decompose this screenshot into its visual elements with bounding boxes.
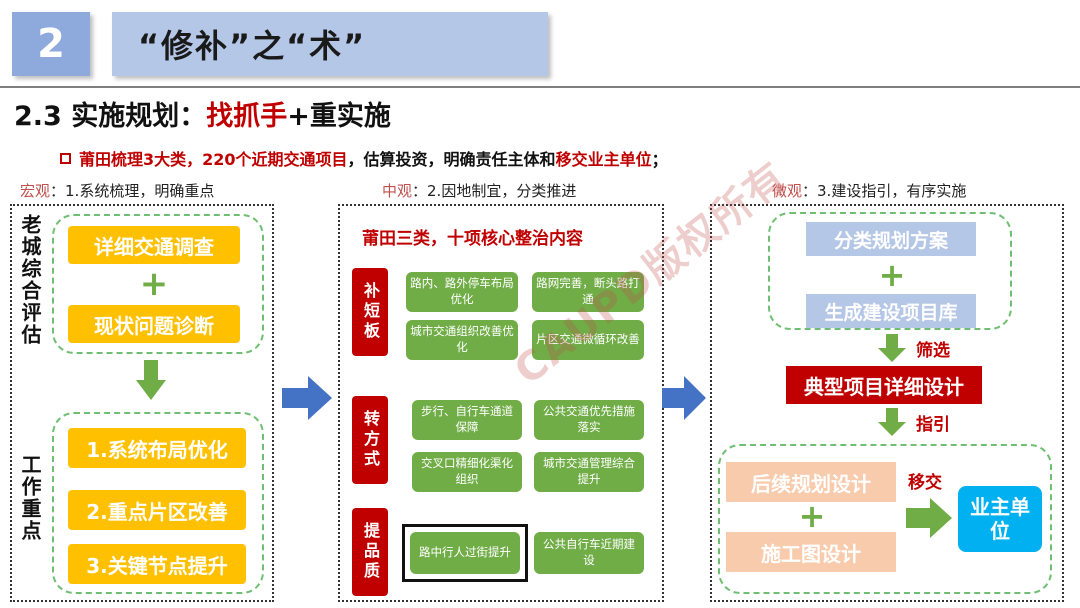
walk-bike-item: 步行、自行车通道保障 [412, 400, 522, 440]
project-library-box: 生成建设项目库 [806, 294, 976, 328]
followup-group [718, 444, 1052, 594]
screen-label: 筛选 [916, 341, 950, 361]
section-number-box: 2 [12, 12, 90, 76]
macro-panel [10, 204, 274, 602]
detail-design-box: 典型项目详细设计 [786, 366, 982, 404]
problem-diagnosis-box: 现状问题诊断 [68, 305, 240, 343]
assessment-group [52, 214, 264, 354]
down-arrow-icon-3 [878, 408, 906, 436]
tab-quality: 提品质 [352, 508, 388, 596]
right-arrow-icon-3 [906, 498, 952, 538]
area-improve-box: 2.重点片区改善 [68, 490, 246, 530]
guide-label: 指引 [916, 415, 950, 435]
owner-unit-box: 业主单位 [958, 486, 1042, 552]
meso-text: ：2.因地制宜，分类推进 [412, 182, 577, 200]
down-arrow-icon [136, 360, 166, 400]
node-upgrade-box: 3.关键节点提升 [68, 544, 246, 584]
micro-key: 微观 [772, 182, 803, 200]
assessment-label: 老城综合评估 [18, 214, 42, 346]
followup-planning-box: 后续规划设计 [726, 462, 896, 502]
tab-transformation: 转方式 [352, 396, 388, 484]
section-number: 2 [37, 21, 65, 67]
classified-plan-box: 分类规划方案 [806, 222, 976, 256]
plan-group [768, 212, 1012, 330]
road-network-item: 路网完善，断头路打通 [532, 272, 644, 312]
macro-heading: 宏观：1.系统梳理，明确重点 [20, 180, 214, 201]
traffic-survey-box: 详细交通调查 [68, 226, 240, 264]
traffic-organization-item: 城市交通组织改善优化 [406, 320, 518, 360]
highlight-frame [402, 524, 528, 582]
pedestrian-crossing-item: 路中行人过街提升 [410, 532, 520, 574]
subtitle-suffix: +重实施 [287, 101, 391, 132]
public-bike-item: 公共自行车近期建设 [534, 532, 644, 574]
plus-icon-2: + [878, 256, 906, 294]
section-title-bar: “修补”之“术” [112, 12, 548, 76]
meso-key: 中观 [382, 182, 413, 200]
meso-title: 莆田三类，十项核心整治内容 [362, 229, 583, 249]
right-arrow-icon-2 [662, 376, 706, 420]
intersection-item: 交叉口精细化渠化组织 [412, 452, 522, 492]
right-arrow-icon [282, 376, 332, 420]
focus-group [52, 412, 264, 594]
focus-label: 工作重点 [18, 454, 42, 542]
tab-shortfall: 补短板 [352, 268, 388, 356]
meso-heading: 中观：2.因地制宜，分类推进 [382, 180, 576, 201]
macro-key: 宏观 [20, 182, 51, 200]
subtitle-prefix: 2.3 实施规划： [14, 101, 207, 132]
construction-drawing-box: 施工图设计 [726, 532, 896, 572]
micro-heading: 微观：3.建设指引，有序实施 [772, 180, 966, 201]
plus-icon-3: + [798, 497, 826, 535]
page-subtitle: 2.3 实施规划：找抓手+重实施 [14, 94, 391, 133]
down-arrow-icon-2 [878, 334, 906, 362]
transit-priority-item: 公共交通优先措施落实 [534, 400, 644, 440]
header-divider [0, 86, 1080, 88]
parking-layout-item: 路内、路外停车布局优化 [406, 272, 518, 312]
transfer-label: 移交 [908, 473, 942, 493]
macro-text: ：1.系统梳理，明确重点 [50, 182, 215, 200]
micro-text: ：3.建设指引，有序实施 [802, 182, 967, 200]
subtitle-highlight: 找抓手 [206, 101, 288, 132]
bullet-part4: ； [651, 150, 668, 169]
summary-bullet: 莆田梳理3大类，220个近期交通项目，估算投资，明确责任主体和移交业主单位； [60, 146, 668, 170]
bullet-part2: ，估算投资，明确责任主体和 [347, 150, 556, 169]
bullet-square-icon [60, 152, 71, 164]
traffic-management-item: 城市交通管理综合提升 [534, 452, 644, 492]
bullet-part1: 莆田梳理3大类，220个近期交通项目 [79, 150, 348, 169]
bullet-part3: 移交业主单位 [555, 150, 652, 169]
plus-icon: + [139, 264, 169, 304]
layout-optimize-box: 1.系统布局优化 [68, 428, 246, 468]
micro-circulation-item: 片区交通微循环改善 [532, 320, 644, 360]
section-title: “修补”之“术” [138, 27, 367, 65]
